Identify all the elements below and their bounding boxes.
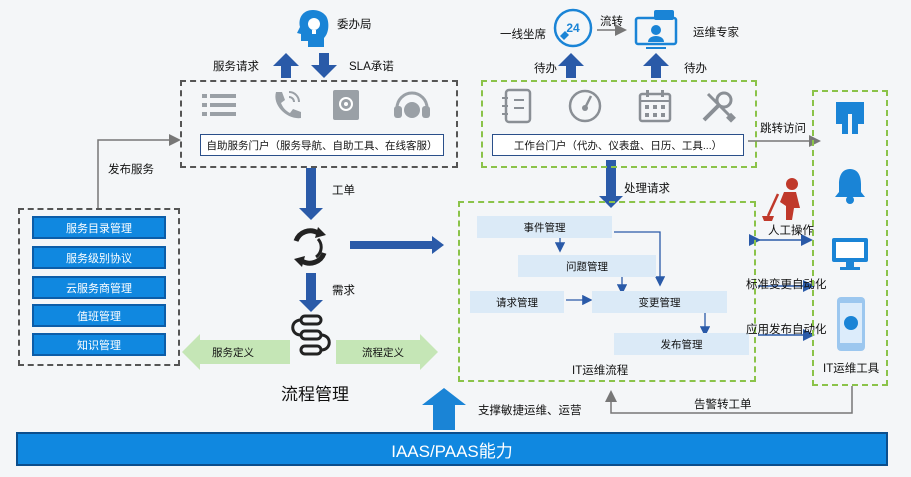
it-tools-label: IT运维工具 (823, 363, 880, 375)
list-icon (202, 94, 236, 116)
it-tools-group (812, 90, 888, 386)
pending-left-label: 待办 (534, 63, 557, 75)
process-def-arrow (336, 334, 438, 370)
arrow-right-it-flow (350, 236, 444, 254)
hotline-badge: 24 (566, 21, 580, 35)
worker-icon (762, 178, 800, 221)
arrow-down-demand (299, 273, 323, 312)
calendar-icon (638, 90, 672, 123)
request-mgmt-box[interactable]: 请求管理 (470, 291, 564, 313)
pending-right-label: 待办 (684, 63, 707, 75)
expert-monitor-icon (634, 10, 678, 49)
mobile-phone-icon (837, 297, 865, 351)
network-port-icon (836, 102, 864, 134)
arrow-up-pending-right (643, 53, 669, 78)
alarm-label: 告警转工单 (694, 399, 752, 411)
it-flow-group (458, 201, 756, 382)
manual-book-icon (333, 90, 359, 120)
flow-event-change (614, 231, 666, 287)
process-chain-icon (291, 314, 331, 356)
cloud-provider-button[interactable]: 云服务商管理 (32, 276, 166, 299)
demand-label: 需求 (332, 285, 355, 297)
gauge-icon (568, 89, 602, 123)
committee-label: 委办局 (337, 19, 372, 31)
app-release-label: 应用发布自动化 (746, 324, 827, 336)
problem-mgmt-box[interactable]: 问题管理 (518, 255, 656, 277)
headset-icon (394, 91, 430, 118)
service-list-group (18, 208, 180, 366)
jump-access-label: 跳转访问 (760, 123, 806, 135)
support-label: 支撑敏捷运维、运营 (478, 405, 582, 417)
arrow-up-support (422, 388, 466, 430)
arrow-down-handle-request (599, 160, 623, 208)
bell-icon (835, 169, 865, 204)
handle-request-label: 处理请求 (624, 183, 670, 195)
phone-icon (275, 91, 301, 119)
alarm-connector (605, 386, 853, 414)
std-change-label: 标准变更自动化 (746, 279, 827, 291)
arrow-up-service-request (273, 53, 299, 78)
service-def-arrow (182, 334, 290, 370)
publish-connector (97, 134, 181, 208)
duty-button[interactable]: 值班管理 (32, 304, 166, 327)
event-mgmt-box[interactable]: 事件管理 (477, 216, 612, 238)
workbench-portal[interactable]: 工作台门户（代办、仪表盘、日历、工具...） (492, 134, 744, 156)
notebook-icon (502, 88, 532, 124)
arrow-up-pending-left (558, 53, 584, 78)
release-mgmt-box[interactable]: 发布管理 (614, 333, 749, 355)
service-request-label: 服务请求 (213, 61, 259, 73)
it-flow-title: IT运维流程 (572, 365, 629, 377)
monitor-icon (832, 238, 868, 270)
transfer-label: 流转 (600, 16, 623, 28)
hotline-label: 一线坐席 (500, 29, 546, 41)
change-mgmt-box[interactable]: 变更管理 (592, 291, 727, 313)
arrow-down-ticket (299, 168, 323, 220)
ticket-label: 工单 (332, 185, 355, 197)
cycle-icon (293, 227, 327, 267)
service-def-label: 服务定义 (212, 347, 254, 359)
self-service-portal[interactable]: 自助服务门户（服务导航、自助工具、在线客服） (200, 134, 444, 156)
arrow-down-sla (311, 53, 337, 78)
expert-label: 运维专家 (693, 27, 739, 39)
publish-service-label: 发布服务 (108, 164, 154, 176)
iaas-paas-bar: IAAS/PAAS能力 (16, 432, 888, 466)
service-level-button[interactable]: 服务级别协议 (32, 246, 166, 269)
committee-head-icon (297, 10, 329, 47)
hotline-24-icon: 24 (553, 8, 593, 48)
manual-op-label: 人工操作 (768, 225, 814, 237)
workbench-group (481, 80, 757, 168)
knowledge-button[interactable]: 知识管理 (32, 333, 166, 356)
tools-icon (702, 91, 736, 123)
service-catalog-button[interactable]: 服务目录管理 (32, 216, 166, 239)
sla-label: SLA承诺 (349, 61, 394, 73)
process-mgmt-title: 流程管理 (281, 385, 349, 404)
self-service-group (180, 80, 458, 168)
process-def-label: 流程定义 (362, 347, 404, 359)
